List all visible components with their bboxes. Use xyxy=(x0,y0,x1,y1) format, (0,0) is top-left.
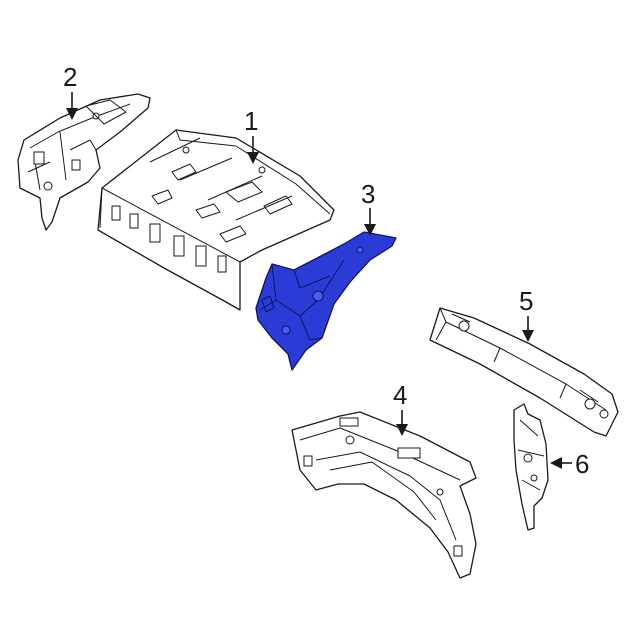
part-5-crossmember[interactable] xyxy=(429,307,619,437)
callout-6[interactable]: 6 xyxy=(550,449,589,479)
callout-3[interactable]: 3 xyxy=(361,179,376,236)
callout-2[interactable]: 2 xyxy=(63,62,78,120)
part-6-bracket[interactable] xyxy=(513,403,549,531)
callout-1[interactable]: 1 xyxy=(244,106,259,164)
callout-5[interactable]: 5 xyxy=(519,286,534,342)
part-1-package-tray[interactable] xyxy=(97,129,335,311)
callout-label-5: 5 xyxy=(519,286,533,316)
callout-label-3: 3 xyxy=(361,179,375,209)
callout-label-2: 2 xyxy=(63,62,77,92)
callout-label-4: 4 xyxy=(393,380,407,410)
part-2-bracket[interactable] xyxy=(17,93,151,231)
callout-label-1: 1 xyxy=(244,106,258,136)
callout-label-6: 6 xyxy=(575,449,589,479)
callout-4[interactable]: 4 xyxy=(393,380,408,436)
part-3-quarter-inner-panel[interactable] xyxy=(255,231,397,371)
part-4-rear-panel[interactable] xyxy=(291,411,477,579)
